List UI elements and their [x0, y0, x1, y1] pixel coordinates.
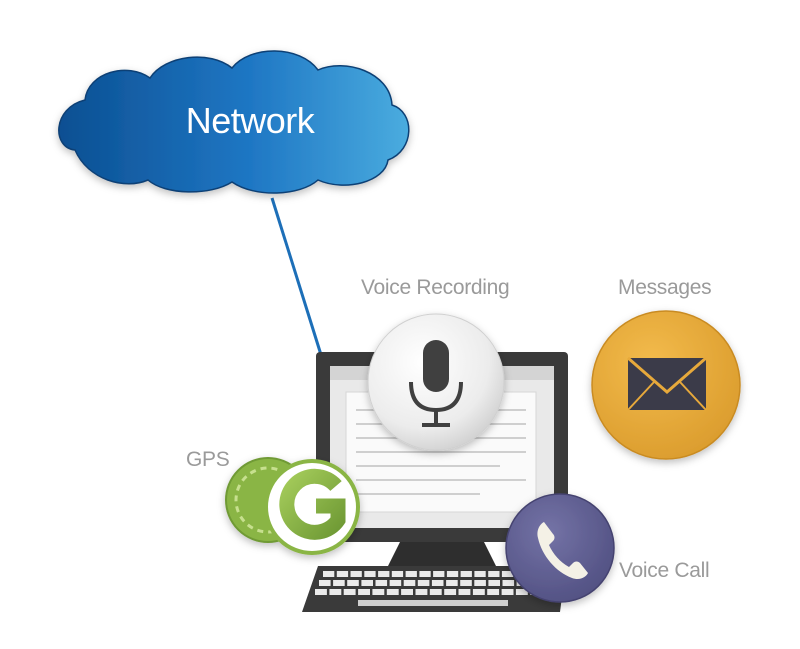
keyboard-key [417, 580, 430, 586]
keyboard-key [431, 580, 444, 586]
keyboard-key [386, 589, 399, 595]
keyboard-key [474, 580, 486, 586]
keyboard-key [433, 571, 445, 577]
keyboard-key [403, 580, 416, 586]
keyboard-key [515, 589, 528, 595]
keyboard-key [502, 580, 515, 586]
keyboard-key [458, 589, 471, 595]
keyboard-key [323, 571, 335, 577]
keyboard-key [319, 580, 331, 586]
messages-label: Messages [618, 276, 712, 299]
keyboard-key [391, 571, 404, 577]
keyboard-key [401, 589, 413, 595]
phone-handset-icon [505, 493, 615, 603]
keyboard-key [358, 589, 370, 595]
keyboard-key [315, 589, 327, 595]
keyboard-key [472, 589, 485, 595]
cloud-icon [58, 50, 410, 194]
keyboard-key [361, 580, 373, 586]
keyboard-key [446, 580, 458, 586]
keyboard-key [405, 571, 417, 577]
keyboard-key [501, 589, 514, 595]
microphone-icon [367, 313, 505, 451]
network-connector-line [270, 197, 324, 359]
keyboard-key [350, 571, 362, 577]
keyboard-key [343, 589, 356, 595]
keyboard-key [446, 571, 459, 577]
voice-call-label: Voice Call [619, 559, 710, 582]
keyboard-key [419, 571, 431, 577]
keyboard-key [347, 580, 359, 586]
keyboard-key [364, 571, 376, 577]
keyboard-key [488, 571, 500, 577]
keyboard-key [444, 589, 457, 595]
keyboard-key [333, 580, 345, 586]
keyboard-key [336, 571, 349, 577]
keyboard-key [487, 589, 500, 595]
gps-g-icon [225, 457, 360, 555]
keyboard-key [460, 580, 472, 586]
keyboard-key [488, 580, 500, 586]
gps-label: GPS [186, 448, 230, 471]
keyboard-key [415, 589, 428, 595]
network-label: Network [185, 100, 315, 141]
keyboard-key [372, 589, 385, 595]
keyboard-key [329, 589, 342, 595]
keyboard-key [389, 580, 402, 586]
keyboard-key [378, 571, 390, 577]
envelope-icon [591, 310, 741, 460]
keyboard-key [375, 580, 388, 586]
keyboard-key [460, 571, 472, 577]
keyboard-key [501, 571, 514, 577]
keyboard-key [429, 589, 442, 595]
keyboard-key [474, 571, 486, 577]
voice-recording-label: Voice Recording [361, 276, 510, 299]
